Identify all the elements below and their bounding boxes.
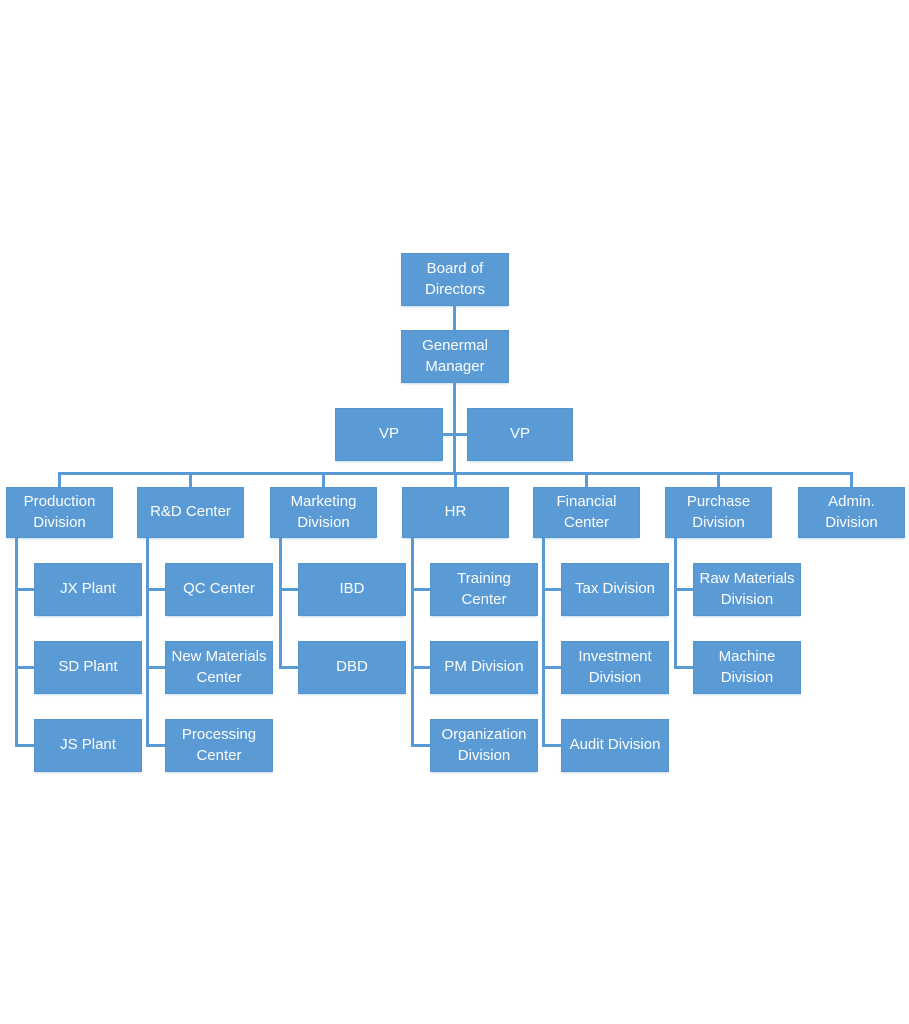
connector-drop-admin	[850, 474, 853, 487]
connector-stub	[15, 588, 34, 591]
org-node-label: Raw Materials Division	[699, 570, 795, 608]
org-node-training-center: Training Center	[430, 563, 538, 616]
org-node-label: VP	[509, 425, 530, 443]
org-node-financial-center: Financial Center	[533, 487, 640, 538]
connector-vp-stub	[443, 433, 467, 436]
org-node-label: Organization Division	[441, 726, 527, 764]
connector-production-spine	[15, 538, 18, 747]
org-node-label: R&D Center	[150, 503, 231, 521]
org-node-raw-materials-division: Raw Materials Division	[693, 563, 801, 616]
org-node-label: Financial Center	[556, 493, 617, 531]
connector-stub	[542, 588, 561, 591]
org-node-label: Admin. Division	[825, 493, 878, 531]
connector-drop-hr	[454, 474, 457, 487]
org-node-organization-division: Organization Division	[430, 719, 538, 772]
connector-hr-spine	[411, 538, 414, 747]
org-node-label: Production Division	[23, 493, 96, 531]
org-node-label: Tax Division	[574, 580, 656, 598]
connector-stub	[411, 588, 430, 591]
connector-stub	[411, 666, 430, 669]
connector-drop-marketing	[322, 474, 325, 487]
org-node-vp-left: VP	[335, 408, 443, 461]
org-node-new-materials-center: New Materials Center	[165, 641, 273, 694]
connector-gm-trunk	[453, 383, 456, 473]
org-node-label: JX Plant	[60, 580, 116, 598]
org-node-rnd-center: R&D Center	[137, 487, 244, 538]
org-node-sd-plant: SD Plant	[34, 641, 142, 694]
org-node-purchase-division: Purchase Division	[665, 487, 772, 538]
org-node-board-of-directors: Board of Directors	[401, 253, 509, 306]
connector-drop-purchase	[717, 474, 720, 487]
connector-division-rail	[58, 472, 853, 475]
org-node-label: Investment Division	[578, 648, 652, 686]
org-node-label: PM Division	[444, 658, 524, 676]
org-node-js-plant: JS Plant	[34, 719, 142, 772]
connector-stub	[542, 744, 561, 747]
org-node-label: New Materials Center	[171, 648, 267, 686]
org-node-production-division: Production Division	[6, 487, 113, 538]
connector-stub	[146, 744, 165, 747]
org-node-label: Purchase Division	[686, 493, 751, 531]
org-node-label: DBD	[336, 658, 368, 676]
org-node-marketing-division: Marketing Division	[270, 487, 377, 538]
org-node-label: Board of Directors	[424, 260, 485, 298]
org-node-label: Genermal Manager	[422, 337, 488, 375]
org-node-hr: HR	[402, 487, 509, 538]
org-node-qc-center: QC Center	[165, 563, 273, 616]
org-node-vp-right: VP	[467, 408, 573, 461]
connector-drop-production	[58, 474, 61, 487]
org-node-label: VP	[378, 425, 399, 443]
org-node-label: SD Plant	[58, 658, 118, 676]
connector-drop-rnd	[189, 474, 192, 487]
org-node-admin-division: Admin. Division	[798, 487, 905, 538]
connector-stub	[542, 666, 561, 669]
connector-stub	[15, 666, 34, 669]
org-node-machine-division: Machine Division	[693, 641, 801, 694]
org-node-dbd: DBD	[298, 641, 406, 694]
connector-purchase-spine	[674, 538, 677, 669]
connector-marketing-spine	[279, 538, 282, 669]
connector-stub	[674, 666, 693, 669]
org-node-general-manager: Genermal Manager	[401, 330, 509, 383]
connector-stub	[411, 744, 430, 747]
org-node-pm-division: PM Division	[430, 641, 538, 694]
connector-stub	[146, 588, 165, 591]
org-node-label: Processing Center	[181, 726, 257, 764]
connector-drop-financial	[585, 474, 588, 487]
org-node-label: Training Center	[457, 570, 511, 608]
connector-financial-spine	[542, 538, 545, 747]
org-node-audit-division: Audit Division	[561, 719, 669, 772]
connector-stub	[674, 588, 693, 591]
org-node-processing-center: Processing Center	[165, 719, 273, 772]
org-node-label: HR	[444, 503, 467, 521]
org-node-label: IBD	[339, 580, 365, 598]
connector-stub	[279, 588, 298, 591]
org-node-tax-division: Tax Division	[561, 563, 669, 616]
connector-stub	[15, 744, 34, 747]
org-node-label: Audit Division	[569, 736, 661, 754]
connector-board-to-gm	[453, 306, 456, 330]
org-node-jx-plant: JX Plant	[34, 563, 142, 616]
org-node-label: QC Center	[183, 580, 255, 598]
connector-stub	[146, 666, 165, 669]
org-node-label: Machine Division	[718, 648, 776, 686]
connector-stub	[279, 666, 298, 669]
connector-rnd-spine	[146, 538, 149, 747]
org-node-ibd: IBD	[298, 563, 406, 616]
org-node-label: JS Plant	[60, 736, 116, 754]
org-node-investment-division: Investment Division	[561, 641, 669, 694]
org-node-label: Marketing Division	[290, 493, 357, 531]
